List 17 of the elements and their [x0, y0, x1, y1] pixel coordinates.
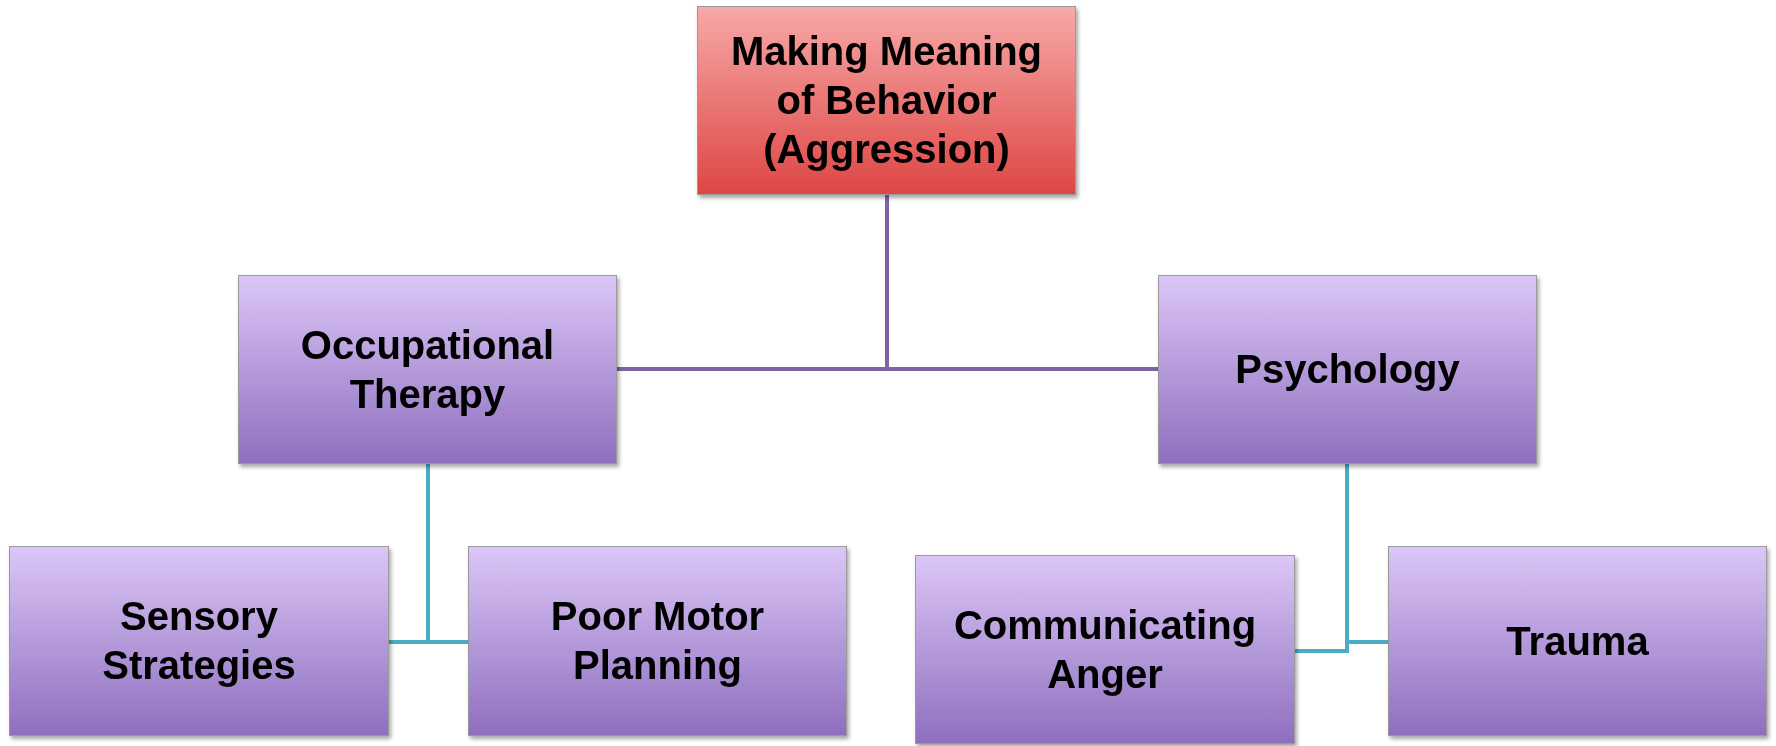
topic-box — [238, 275, 617, 464]
connector-line — [426, 464, 468, 644]
topic-box — [9, 546, 389, 736]
topic-box — [915, 555, 1295, 744]
box-label: Sensory Strategies — [101, 593, 297, 689]
connector-line — [1345, 464, 1388, 644]
root-box — [697, 6, 1076, 195]
topic-box — [1388, 546, 1767, 736]
box-label: Making Meaning of Behavior (Aggression) — [729, 28, 1044, 173]
box-label: Trauma — [1506, 617, 1649, 665]
connector-line — [885, 195, 1158, 371]
topic-box — [468, 546, 847, 736]
box-label: Poor Motor Planning — [549, 593, 766, 689]
box-label: Communicating Anger — [952, 601, 1258, 698]
topic-box — [1158, 275, 1537, 464]
box-label: Psychology — [1235, 346, 1460, 394]
box-label: Occupational Therapy — [299, 321, 556, 418]
